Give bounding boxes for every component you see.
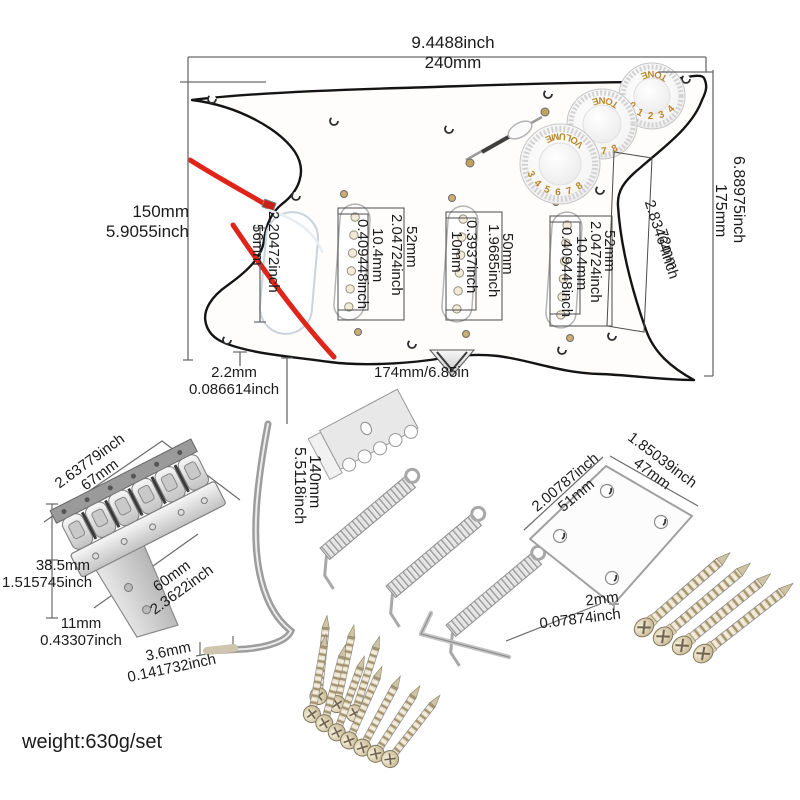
tremolo-spring-1	[319, 467, 421, 590]
hex-wrench	[418, 610, 512, 660]
dim-thickness-label: 2.2mm 0.086614inch	[166, 364, 302, 399]
bridge-height-mm: 38.5mm	[35, 557, 90, 574]
bridge-block-mm: 11mm	[60, 615, 102, 632]
dim-cutout-inch: 2.20472inch	[265, 211, 282, 293]
pickup1-length-mm: 52mm	[403, 226, 420, 268]
wire-red-2	[230, 222, 337, 360]
dim-left-height-inch: 5.9055inch	[105, 221, 189, 241]
tremolo-arm	[203, 420, 296, 655]
pickup-dimension-brackets	[337, 151, 653, 333]
selector-switch	[465, 107, 550, 168]
pickup2-length-mm: 50mm	[499, 233, 516, 275]
dim-top-width-inch: 9.4488inch	[411, 33, 495, 52]
tremolo-bridge	[49, 438, 226, 638]
neck-screws	[629, 545, 800, 668]
dim-cutout-mm: 56mm	[249, 224, 266, 266]
dim-top-width-mm: 240mm	[424, 52, 482, 72]
bridge-height-inch: 1.515745inch	[2, 574, 93, 592]
wire-red-1	[187, 157, 277, 212]
dim-left-height-label: 150mm 5.9055inch	[83, 202, 189, 241]
arm-length-mm: 140mm	[306, 455, 323, 509]
wire-white	[266, 208, 324, 254]
dim-left-height-mm: 150mm	[132, 202, 189, 221]
dim-bottom-width: 174mm/6.85in	[374, 364, 470, 381]
bridge-height-label: 38.5mm 1.515745inch	[2, 557, 93, 592]
dim-right-height-inch: 6.88975inch	[730, 156, 747, 244]
bridge-block-inch: 0.43307inch	[40, 632, 122, 650]
bridge-block-label: 11mm 0.43307inch	[24, 615, 138, 650]
spring-claw	[307, 388, 419, 481]
weight-label: weight:630g/set	[22, 731, 163, 753]
dimension-lines	[180, 56, 714, 424]
pickup2-width-inch: 0.3937inch	[463, 220, 480, 294]
pickup1-width-mm: 10.4mm	[369, 228, 386, 283]
pickup-bridge	[333, 203, 371, 321]
neck-plate	[529, 465, 693, 606]
pickup-neck	[545, 211, 583, 329]
knob-volume: VOLUME 3 4 5 6 7 8	[519, 123, 601, 205]
pickguard-screw-holes	[207, 74, 691, 355]
pickup-middle	[441, 205, 479, 323]
dim-top-width-label: 9.4488inch 240mm	[386, 33, 520, 72]
trem-plate-edge	[428, 349, 476, 377]
pickup3-length-mm: 52mm	[601, 230, 618, 272]
dim-right-height-mm: 175mm	[712, 184, 729, 238]
dim-thickness-mm: 2.2mm	[211, 364, 257, 381]
screw-pile	[301, 613, 448, 772]
tremolo-spring-2	[385, 505, 487, 628]
dim-thickness-inch: 0.086614inch	[188, 381, 280, 399]
